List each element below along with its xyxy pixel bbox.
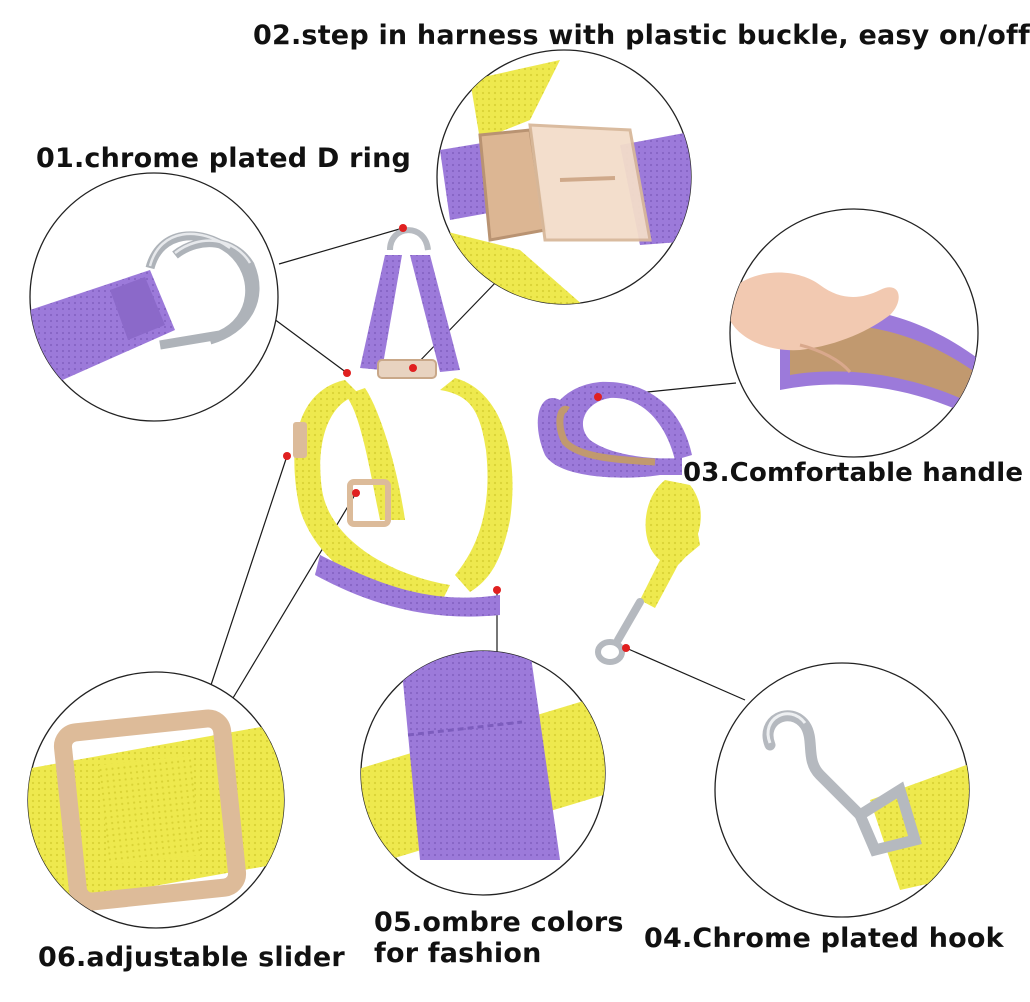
d-ring-closeup <box>29 172 279 422</box>
slider-closeup <box>27 671 285 929</box>
feature-label-hook: 04.Chrome plated hook <box>644 923 1004 954</box>
product-feature-image: 02.step in harness with plastic buckle, … <box>27 20 1030 973</box>
feature-label-slider: 06.adjustable slider <box>38 942 345 973</box>
callout-dots <box>283 224 630 652</box>
feature-label-ombre-line1: 05.ombre colors <box>374 907 624 938</box>
feature-label-d-ring: 01.chrome plated D ring <box>36 143 412 174</box>
feature-label-buckle: 02.step in harness with plastic buckle, … <box>253 20 1030 51</box>
leash <box>537 381 701 665</box>
feature-label-ombre-colors: 05.ombre colors for fashion <box>374 907 634 969</box>
feature-label-ombre-line2: for fashion <box>374 938 542 970</box>
ombre-colors-closeup <box>360 650 606 896</box>
harness <box>293 227 513 617</box>
product-illustration <box>27 49 979 929</box>
handle-closeup <box>729 208 979 458</box>
hook-closeup <box>714 662 970 918</box>
buckle-closeup <box>436 49 692 305</box>
feature-label-handle: 03.Comfortable handle <box>683 458 1024 488</box>
